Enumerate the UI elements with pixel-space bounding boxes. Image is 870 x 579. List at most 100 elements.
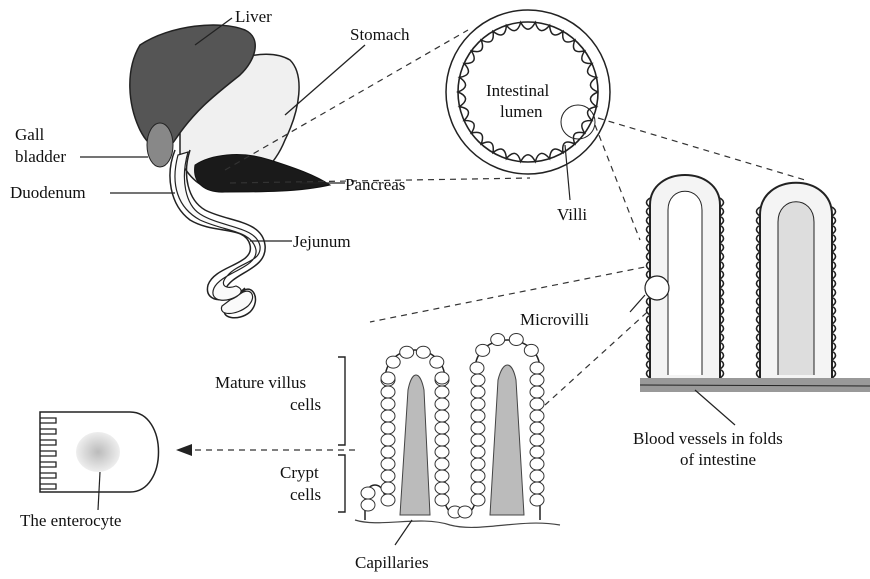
epithelial-cell <box>361 499 375 511</box>
epithelial-cell <box>386 356 400 368</box>
epithelial-cell <box>530 494 544 506</box>
label-duodenum: Duodenum <box>10 183 86 202</box>
epithelial-cell <box>471 482 485 494</box>
large-villus-right-core <box>778 202 814 375</box>
epithelial-cell <box>381 446 395 458</box>
blood-vessels-leader <box>695 390 735 425</box>
epithelial-cell <box>530 482 544 494</box>
epithelial-cell <box>491 334 505 346</box>
pancreas-shape <box>195 155 330 193</box>
label-lumen: lumen <box>500 102 543 121</box>
gall-bladder-shape <box>147 123 173 167</box>
epithelial-cell <box>435 434 449 446</box>
epithelial-cell <box>381 372 395 384</box>
organs-group <box>130 25 330 318</box>
label-microvilli: Microvilli <box>520 310 589 329</box>
epithelial-cell <box>416 346 430 358</box>
mature-cells-bracket <box>338 357 345 445</box>
enterocyte-arrowhead <box>176 444 192 456</box>
epithelial-cell <box>524 344 538 356</box>
label-mature-villus: Mature villus <box>215 373 306 392</box>
epithelial-cell <box>381 386 395 398</box>
connector-microvilli-1 <box>370 265 655 322</box>
cell-zone-brackets <box>338 357 345 512</box>
epithelial-cell <box>381 470 395 482</box>
label-pancreas: Pancreas <box>345 175 405 194</box>
label-intestinal: Intestinal <box>486 81 550 100</box>
microvilli-magnify-circle <box>645 276 669 300</box>
label-blood-vessels: Blood vessels in folds <box>633 429 783 448</box>
epithelial-cell <box>435 372 449 384</box>
microvilli-leader <box>630 295 645 312</box>
epithelial-cell <box>530 470 544 482</box>
epithelial-cell <box>435 386 449 398</box>
epithelial-cell <box>471 470 485 482</box>
epithelial-cell <box>361 487 375 499</box>
epithelial-cell <box>530 446 544 458</box>
label-jejunum: Jejunum <box>293 232 351 251</box>
connector-circle-villi-2 <box>598 118 805 180</box>
large-villus-left-core <box>668 191 702 375</box>
epithelial-cell <box>530 398 544 410</box>
epithelial-cell <box>470 362 484 374</box>
label-enterocyte: The enterocyte <box>20 511 121 530</box>
epithelial-cell <box>471 494 485 506</box>
epithelial-cell <box>435 470 449 482</box>
label-capillaries: Capillaries <box>355 553 429 572</box>
epithelial-cell <box>471 398 485 410</box>
epithelial-cell <box>381 458 395 470</box>
epithelial-cell <box>530 410 544 422</box>
epithelial-cell <box>435 410 449 422</box>
epithelial-cell <box>509 334 523 346</box>
epithelial-cell <box>435 482 449 494</box>
epithelial-cell <box>530 374 544 386</box>
connector-circle-villi-1 <box>595 125 640 240</box>
label-of-intestine: of intestine <box>680 450 756 469</box>
epithelial-cell <box>530 386 544 398</box>
crypt-cells-bracket <box>338 455 345 512</box>
epithelial-cell <box>476 344 490 356</box>
label-liver: Liver <box>235 7 272 26</box>
label-villi: Villi <box>557 205 587 224</box>
epithelial-cell <box>381 422 395 434</box>
enterocyte-cell <box>40 412 159 510</box>
villus-core-1 <box>400 375 430 515</box>
epithelial-cell <box>435 458 449 470</box>
epithelial-cell <box>435 422 449 434</box>
epithelial-cell <box>435 494 449 506</box>
large-villi-group <box>630 175 870 425</box>
label-gall: Gall <box>15 125 45 144</box>
epithelial-cell <box>471 434 485 446</box>
epithelial-cell <box>381 434 395 446</box>
epithelial-cell <box>458 506 472 518</box>
label-bladder: bladder <box>15 147 66 166</box>
epithelial-cell <box>471 458 485 470</box>
label-crypt: Crypt <box>280 463 319 482</box>
label-crypt-cells: cells <box>290 485 321 504</box>
enterocyte-nucleus <box>76 432 120 472</box>
epithelial-cell <box>381 482 395 494</box>
epithelial-cell <box>381 494 395 506</box>
epithelial-cell <box>381 398 395 410</box>
capillaries-base <box>355 520 560 527</box>
epithelial-cell <box>471 374 485 386</box>
epithelial-cell <box>430 356 444 368</box>
epithelial-cell <box>530 362 544 374</box>
epithelial-villi-group <box>355 334 560 546</box>
villus-core-2 <box>490 365 524 515</box>
epithelial-cell <box>530 458 544 470</box>
label-stomach: Stomach <box>350 25 410 44</box>
epithelial-cell <box>471 386 485 398</box>
epithelial-cell <box>435 398 449 410</box>
epithelial-cell <box>530 434 544 446</box>
label-mature-cells: cells <box>290 395 321 414</box>
epithelial-cell <box>471 446 485 458</box>
epithelial-cell <box>471 410 485 422</box>
epithelial-cell <box>381 410 395 422</box>
epithelial-cell <box>400 346 414 358</box>
epithelial-cell <box>435 446 449 458</box>
epithelial-cell <box>471 422 485 434</box>
epithelial-cell <box>530 422 544 434</box>
